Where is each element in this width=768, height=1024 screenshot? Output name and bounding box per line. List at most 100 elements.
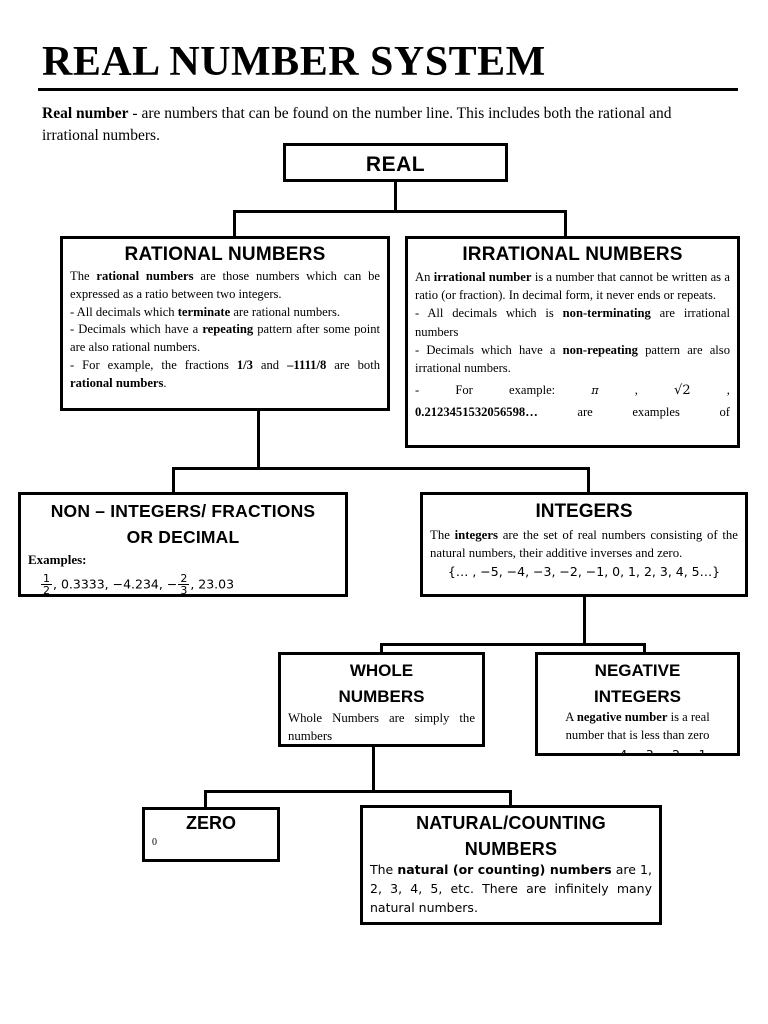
node-rational-numbers[interactable]: RATIONAL NUMBERS The rational numbers ar… [60,236,390,411]
irrational-line4-for: For [455,383,473,398]
connector-integers-bar [380,643,646,646]
rational-line4-c: and [252,358,288,373]
irrational-line5-are: are [577,405,593,420]
node-irrational-body: An irrational number is a number that ca… [408,266,737,422]
rational-line4-f: rational numbers [70,376,164,391]
negative-line1-a: A [565,710,577,725]
node-natural-heading-line1: NATURAL/COUNTING [416,813,606,833]
node-whole-body: Whole Numbers are simply the numbers [288,711,475,744]
connector-to-nonintegers [172,467,175,495]
intro-bold-term: Real number [42,105,129,122]
rational-line3-a: - Decimals which have a [70,322,203,337]
node-non-integers[interactable]: NON – INTEGERS/ FRACTIONS OR DECIMAL Exa… [18,492,348,597]
node-integers-body: The integers are the set of real numbers… [423,523,745,581]
rational-line4-b: 1/3 [236,358,253,373]
integers-line1-c: are the set of real numbers consisting o… [430,527,738,560]
node-integers[interactable]: INTEGERS The integers are the set of rea… [420,492,748,597]
connector-to-integers [587,467,590,495]
rational-line2-c: are rational numbers. [230,304,340,319]
node-real[interactable]: REAL [283,143,508,182]
irrational-line2-b: non-terminating [562,306,651,321]
rational-line4-d: –1111/8 [287,358,327,373]
rational-line3-c: pattern after some point are also ration… [70,322,380,355]
node-irrational-numbers[interactable]: IRRATIONAL NUMBERS An irrational number … [405,236,740,448]
page-title: REAL NUMBER SYSTEM [42,39,546,85]
irrational-line1-c: is a number that cannot be written as a … [415,269,730,303]
negative-line1-b: negative number [576,710,668,725]
rational-line4-a: - For example, the fractions [70,358,237,373]
node-negative-body: A negative number is a real number that … [538,706,737,756]
natural-line-b: natural (or counting) numbers [397,862,612,878]
natural-line-a: The [370,862,398,878]
irrational-line3-c: pattern are also irrational numbers. [415,342,730,376]
node-whole-heading-line1: WHOLE [349,661,414,680]
irrational-line5: 0.2123451532056598… are examples of [415,401,730,421]
connector-real-bar [233,210,567,213]
rational-line1-c: are those numbers which can be expressed… [70,268,380,301]
non-integers-sep2: , 23.03 [190,576,235,592]
irrational-line4-comma2: , [726,383,730,398]
irrational-line3-a: - Decimals which have a [415,342,563,357]
node-negative-heading-line2: INTEGERS [594,686,681,706]
rational-line4: - For example, the fractions 1/3 and –11… [70,357,380,393]
irrational-line4: - For example: π , √2 , [415,377,730,401]
irrational-line1-b: irrational number [433,269,532,284]
connector-to-rational [233,210,236,239]
node-non-integers-heading-line1: NON – INTEGERS/ FRACTIONS [50,501,316,521]
rational-line3-b: repeating [202,322,254,337]
rational-line1-a: The [70,268,97,283]
natural-line-c: are 1, 2, 3, 4, 5, etc. There are infini… [370,862,652,915]
irrational-line1-a: An [415,269,434,284]
rational-line1-b: rational numbers [96,268,194,283]
connector-to-natural [509,790,512,808]
node-real-heading: REAL [365,153,426,176]
node-irrational-heading: IRRATIONAL NUMBERS [462,244,683,265]
intro-paragraph: Real number - are numbers that can be fo… [42,103,712,148]
non-integers-sep1: , 0.3333, −4.234, − [53,576,178,592]
fraction-denominator: 3 [178,584,190,597]
connector-whole-stem [372,747,375,793]
node-natural-body: The natural (or counting) numbers are 1,… [363,859,659,917]
negative-line1-c: is a real number that is less than zero [565,710,710,742]
irrational-decimal-example: 0.2123451532056598… [415,405,538,420]
node-natural-heading-line2: NUMBERS [464,838,558,859]
node-rational-heading: RATIONAL NUMBERS [124,244,326,265]
node-whole-numbers[interactable]: WHOLE NUMBERS Whole Numbers are simply t… [278,652,485,747]
node-natural-numbers[interactable]: NATURAL/COUNTING NUMBERS The natural (or… [360,805,662,925]
node-non-integers-heading-line2: OR DECIMAL [126,527,240,548]
node-rational-body: The rational numbers are those numbers w… [63,266,387,393]
rational-line3: - Decimals which have a repeating patter… [70,321,380,357]
connector-to-negative [643,643,646,655]
fraction-numerator: 2 [180,571,188,585]
intro-text: - are numbers that can be found on the n… [42,105,672,145]
rational-line2-b: terminate [177,304,231,319]
title-underline [38,88,738,91]
node-whole-heading-line2: NUMBERS [338,686,425,706]
irrational-line3: - Decimals which have a non-repeating pa… [415,341,730,378]
sqrt-two-symbol: √2 [674,383,691,399]
non-integers-examples-label: Examples: [28,552,87,568]
negative-examples: … . . , −4, −3, −2, −1 [568,746,707,756]
irrational-line4-comma1: , [634,383,638,398]
rational-line2-a: - All decimals which [70,304,178,319]
connector-to-whole [380,643,383,655]
irrational-line4-example: example: [509,383,556,398]
connector-real-stem [394,181,397,211]
connector-rational-bar [172,467,590,470]
integers-line1-b: integers [454,527,498,542]
pi-symbol: π [591,384,599,398]
node-zero-heading: ZERO [185,813,236,833]
node-negative-integers[interactable]: NEGATIVE INTEGERS A negative number is a… [535,652,740,756]
irrational-line5-of: of [719,405,730,420]
connector-integers-stem [583,597,586,645]
connector-to-irrational [564,210,567,239]
node-negative-heading-line1: NEGATIVE [594,661,681,680]
rational-line2: - All decimals which terminate are ratio… [70,304,380,322]
irrational-line2-a: - All decimals which is [415,306,563,321]
rational-line4-g: . [163,376,167,391]
node-zero[interactable]: ZERO 0 [142,807,280,862]
